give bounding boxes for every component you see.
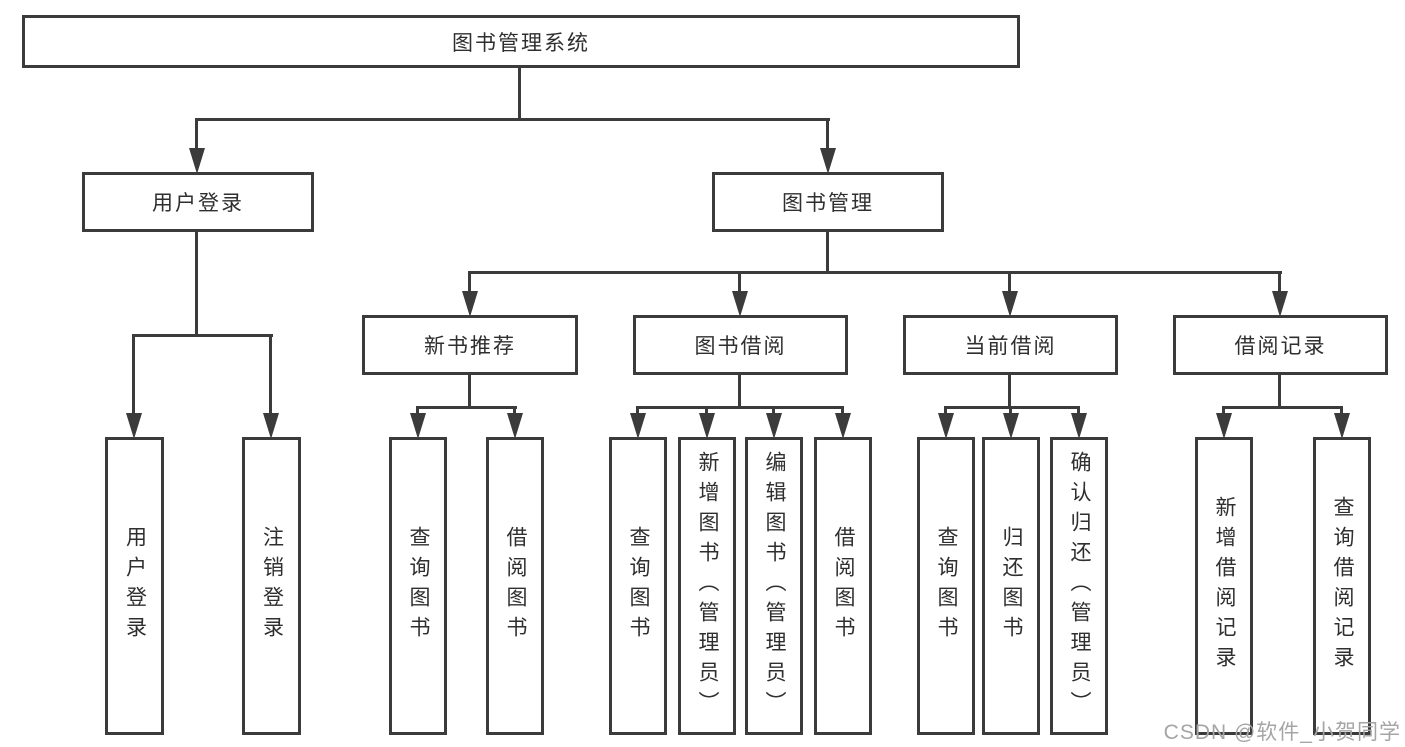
arrowhead-down-icon xyxy=(699,413,715,439)
leaf-borrow-books: 借阅图书 xyxy=(814,437,872,735)
connector-line xyxy=(518,66,521,121)
connector-line xyxy=(738,271,741,293)
leaf-borrow-books-rec: 借阅图书 xyxy=(486,437,544,735)
connector-line xyxy=(195,118,198,152)
connector-line xyxy=(468,271,1282,274)
connector-line xyxy=(1008,373,1011,408)
leaf-logout-label: 注销登录 xyxy=(260,526,284,646)
node-book-mgmt-label: 图书管理 xyxy=(782,192,874,215)
arrowhead-down-icon xyxy=(630,413,646,439)
node-book-borrow-label: 图书借阅 xyxy=(694,335,787,358)
connector-line xyxy=(841,406,844,416)
watermark: CSDN @软件_小贺同学 xyxy=(1163,721,1401,744)
node-new-book-rec-label: 新书推荐 xyxy=(424,335,516,358)
connector-line xyxy=(416,406,419,416)
node-current-borrow: 当前借阅 xyxy=(903,315,1118,375)
leaf-add-books-label: 新增图书（管理员） xyxy=(696,451,719,721)
connector-line xyxy=(468,373,471,408)
leaf-user-login: 用户登录 xyxy=(105,437,164,735)
connector-line xyxy=(705,406,708,416)
node-borrow-records: 借阅记录 xyxy=(1173,315,1388,375)
leaf-add-borrow-record-label: 新增借阅记录 xyxy=(1213,496,1236,676)
leaf-edit-books-label: 编辑图书（管理员） xyxy=(763,451,786,721)
connector-line xyxy=(1077,406,1080,416)
leaf-query-borrow-record: 查询借阅记录 xyxy=(1313,437,1371,735)
arrowhead-down-icon xyxy=(835,413,851,439)
connector-line xyxy=(513,406,516,416)
leaf-confirm-return: 确认归还（管理员） xyxy=(1050,437,1108,735)
leaf-query-books-borrow-label: 查询图书 xyxy=(627,526,650,646)
arrowhead-down-icon xyxy=(1334,413,1350,439)
arrowhead-down-icon xyxy=(1003,413,1019,439)
connector-line xyxy=(826,118,829,152)
arrowhead-down-icon xyxy=(820,148,836,174)
arrowhead-down-icon xyxy=(462,291,478,317)
connector-line xyxy=(416,406,517,409)
connector-line xyxy=(826,229,829,273)
arrowhead-down-icon xyxy=(507,413,523,439)
node-user-login-label: 用户登录 xyxy=(152,192,244,215)
connector-line xyxy=(1009,406,1012,416)
connector-line xyxy=(636,406,844,409)
leaf-add-borrow-record: 新增借阅记录 xyxy=(1195,437,1253,735)
arrowhead-down-icon xyxy=(126,413,142,439)
connector-line xyxy=(195,229,198,336)
arrowhead-down-icon xyxy=(1071,413,1087,439)
leaf-query-books-current-label: 查询图书 xyxy=(935,526,958,646)
connector-line xyxy=(195,118,830,121)
connector-line xyxy=(1222,406,1225,416)
leaf-query-books-rec-label: 查询图书 xyxy=(407,526,430,646)
leaf-add-books: 新增图书（管理员） xyxy=(678,437,736,735)
leaf-confirm-return-label: 确认归还（管理员） xyxy=(1068,451,1091,721)
arrowhead-down-icon xyxy=(189,148,205,174)
leaf-query-books-borrow: 查询图书 xyxy=(609,437,667,735)
connector-line xyxy=(269,334,272,416)
arrowhead-down-icon xyxy=(938,413,954,439)
connector-line xyxy=(132,334,273,337)
node-root: 图书管理系统 xyxy=(22,15,1020,68)
leaf-user-login-label: 用户登录 xyxy=(123,526,147,646)
node-book-borrow: 图书借阅 xyxy=(633,315,848,375)
node-borrow-records-label: 借阅记录 xyxy=(1234,335,1327,358)
arrowhead-down-icon xyxy=(1272,291,1288,317)
node-root-label: 图书管理系统 xyxy=(452,31,590,55)
connector-line xyxy=(772,406,775,416)
node-current-borrow-label: 当前借阅 xyxy=(964,335,1057,358)
leaf-return-books-label: 归还图书 xyxy=(1000,526,1023,646)
arrowhead-down-icon xyxy=(732,291,748,317)
leaf-logout: 注销登录 xyxy=(242,437,301,735)
connector-line xyxy=(944,406,947,416)
connector-line xyxy=(1008,271,1011,293)
node-user-login: 用户登录 xyxy=(82,172,314,232)
connector-line xyxy=(1278,271,1281,293)
leaf-borrow-books-label: 借阅图书 xyxy=(832,526,855,646)
leaf-query-books-rec: 查询图书 xyxy=(389,437,447,735)
node-book-mgmt: 图书管理 xyxy=(712,172,944,232)
arrowhead-down-icon xyxy=(1216,413,1232,439)
connector-line xyxy=(636,406,639,416)
connector-line xyxy=(944,406,1080,409)
leaf-edit-books: 编辑图书（管理员） xyxy=(745,437,803,735)
leaf-return-books: 归还图书 xyxy=(982,437,1040,735)
connector-line xyxy=(1340,406,1343,416)
connector-line xyxy=(738,373,741,408)
connector-line xyxy=(468,271,471,293)
leaf-query-borrow-record-label: 查询借阅记录 xyxy=(1331,496,1354,676)
connector-line xyxy=(1222,406,1343,409)
arrowhead-down-icon xyxy=(410,413,426,439)
node-new-book-rec: 新书推荐 xyxy=(362,315,578,375)
connector-line xyxy=(132,334,135,416)
leaf-query-books-current: 查询图书 xyxy=(917,437,975,735)
connector-line xyxy=(1278,373,1281,408)
arrowhead-down-icon xyxy=(263,413,279,439)
arrowhead-down-icon xyxy=(1002,291,1018,317)
arrowhead-down-icon xyxy=(766,413,782,439)
leaf-borrow-books-rec-label: 借阅图书 xyxy=(504,526,527,646)
